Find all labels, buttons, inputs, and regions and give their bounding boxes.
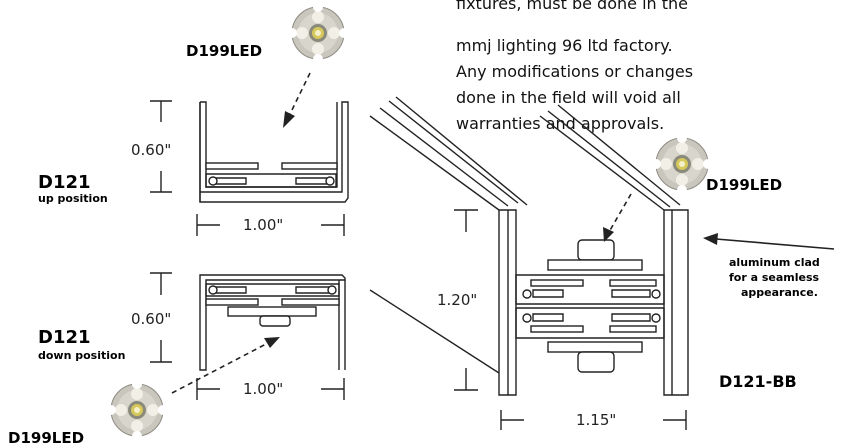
down-sub: down position xyxy=(38,349,125,362)
note-line-1: fixtures, must be done in the xyxy=(456,0,688,13)
d121-up-profile xyxy=(199,101,349,203)
led-star-top-icon xyxy=(286,1,350,65)
up-width-dimension xyxy=(196,214,345,236)
led-top-arrowhead xyxy=(283,111,295,128)
up-width-value: 1.00" xyxy=(243,216,283,234)
clad-line-2: for a seamless xyxy=(729,271,820,284)
led-right-arrow xyxy=(608,193,632,233)
led-top-label: D199LED xyxy=(186,42,262,60)
clad-arrow xyxy=(715,238,835,250)
bb-channels xyxy=(515,239,665,373)
led-star-right-icon xyxy=(650,132,714,196)
down-width-dimension xyxy=(196,378,345,400)
up-height-dimension xyxy=(150,100,172,193)
note-line-4: done in the field will void all xyxy=(456,88,681,107)
perspective-lines xyxy=(369,96,681,374)
bb-height-value: 1.20" xyxy=(437,291,477,309)
down-width-value: 1.00" xyxy=(243,380,283,398)
warranty-note: fixtures, must be done in the mmj lighti… xyxy=(456,0,693,133)
up-height-value: 0.60" xyxy=(131,141,171,159)
led-star-bottom-icon xyxy=(105,378,169,442)
led-bottom-arrow xyxy=(171,342,269,394)
clad-arrowhead xyxy=(703,233,718,245)
led-right-label: D199LED xyxy=(706,176,782,194)
bb-left-plate xyxy=(498,209,517,396)
note-line-2: mmj lighting 96 ltd factory. xyxy=(456,36,673,55)
down-height-value: 0.60" xyxy=(131,310,171,328)
d121-down-profile xyxy=(199,274,346,371)
down-name: D121 xyxy=(38,327,91,348)
led-right-arrowhead xyxy=(603,227,614,242)
note-line-3: Any modifications or changes xyxy=(456,62,693,81)
down-height-dimension xyxy=(150,272,172,363)
clad-line-1: aluminum clad xyxy=(729,256,820,269)
led-top-arrow xyxy=(289,72,311,115)
bb-width-dimension xyxy=(500,410,687,430)
bb-right-plate xyxy=(663,209,689,396)
led-bottom-label: D199LED xyxy=(8,429,84,447)
up-name: D121 xyxy=(38,172,91,193)
led-bottom-arrowhead xyxy=(264,337,280,348)
bb-width-value: 1.15" xyxy=(576,411,616,429)
clad-line-3: appearance. xyxy=(741,286,818,299)
bb-name: D121-BB xyxy=(719,372,797,391)
note-line-5: warranties and approvals. xyxy=(456,114,664,133)
bb-height-dimension xyxy=(454,209,478,391)
up-sub: up position xyxy=(38,192,108,205)
